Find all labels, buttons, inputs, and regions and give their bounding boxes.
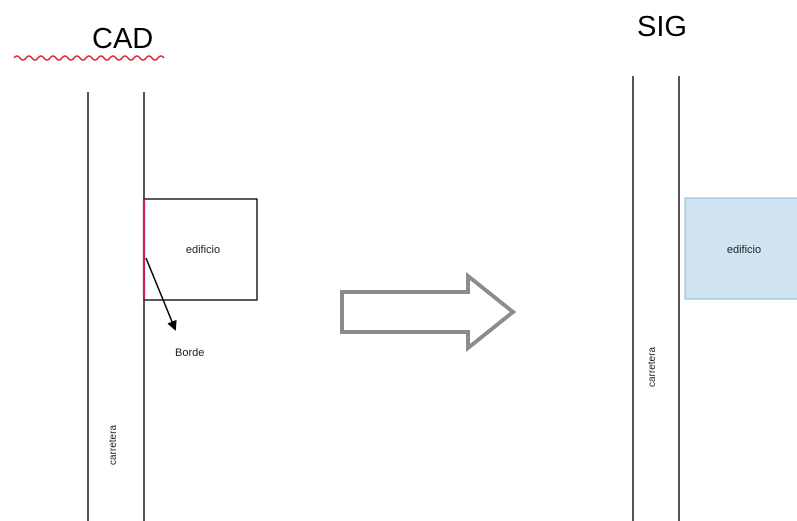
- sig-title: SIG: [637, 11, 687, 43]
- sig-building-outline: [684, 197, 797, 300]
- sig-road-label: carretera: [647, 347, 658, 387]
- edge-pointer-icon: [145, 257, 177, 331]
- cad-building-label: edificio: [186, 244, 220, 256]
- cad-panel: CAD carretera edificio Borde: [13, 23, 258, 521]
- spellcheck-underline: [13, 55, 165, 61]
- cad-road-label: carretera: [108, 425, 119, 465]
- sig-panel: SIG carretera edificio: [632, 11, 797, 521]
- cad-title: CAD: [92, 23, 153, 55]
- right-hollow-arrow-icon: [340, 271, 517, 353]
- edge-label: Borde: [175, 347, 204, 359]
- sig-building: [685, 198, 797, 299]
- sig-building-label: edificio: [727, 244, 761, 256]
